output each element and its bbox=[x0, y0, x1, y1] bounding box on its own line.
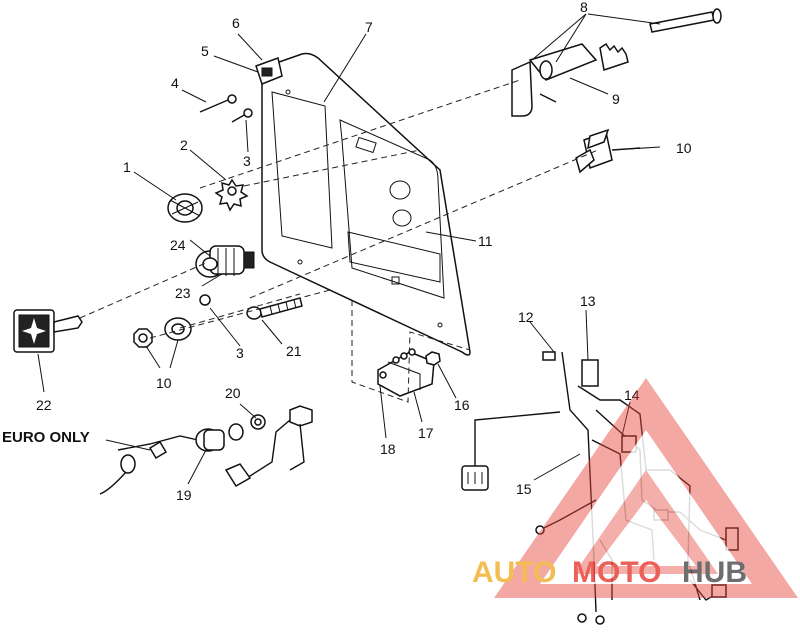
callout-19: 19 bbox=[176, 487, 192, 503]
callout-4: 4 bbox=[171, 75, 179, 91]
callout-18: 18 bbox=[380, 441, 396, 457]
lock-nut bbox=[167, 193, 203, 223]
callout-5: 5 bbox=[201, 43, 209, 59]
dash-panel bbox=[261, 52, 471, 356]
callout-24: 24 bbox=[170, 237, 186, 253]
lower-bracket bbox=[351, 300, 471, 403]
callout-14: 14 bbox=[624, 387, 640, 403]
callout-8: 8 bbox=[580, 0, 588, 15]
callout-2: 2 bbox=[180, 137, 188, 153]
harness-connector bbox=[461, 411, 561, 491]
euro-harness bbox=[99, 405, 313, 495]
callout-15: 15 bbox=[516, 481, 532, 497]
callout-3-bottom: 3 bbox=[236, 345, 244, 361]
toggle-switch bbox=[575, 128, 641, 174]
callout-16: 16 bbox=[454, 397, 470, 413]
alignment-lines bbox=[79, 79, 599, 339]
watermark-text-hub: HUB bbox=[682, 556, 747, 589]
watermark-text-auto: AUTO bbox=[472, 556, 556, 589]
top-screws bbox=[199, 94, 253, 123]
bolt-21 bbox=[246, 297, 303, 320]
ignition-key bbox=[13, 309, 83, 353]
leader-lines bbox=[37, 13, 661, 485]
latch-assembly bbox=[511, 8, 722, 117]
euro-only-note: EURO ONLY bbox=[2, 429, 90, 446]
callout-10-top: 10 bbox=[676, 140, 692, 156]
callout-6: 6 bbox=[232, 15, 240, 31]
callout-7: 7 bbox=[365, 19, 373, 35]
star-washer bbox=[214, 178, 249, 212]
callout-17: 17 bbox=[418, 425, 434, 441]
switch-boot-and-nut bbox=[133, 294, 211, 348]
callout-1: 1 bbox=[123, 159, 131, 175]
watermark-text-moto: MOTO bbox=[572, 556, 661, 589]
callout-20: 20 bbox=[225, 385, 241, 401]
callout-3-top: 3 bbox=[243, 153, 251, 169]
callout-13: 13 bbox=[580, 293, 596, 309]
callout-9: 9 bbox=[612, 91, 620, 107]
callout-21: 21 bbox=[286, 343, 302, 359]
callout-12: 12 bbox=[518, 309, 534, 325]
callout-10-bottom: 10 bbox=[156, 375, 172, 391]
callout-11: 11 bbox=[478, 233, 493, 249]
panel-bracket bbox=[255, 57, 283, 85]
callout-22: 22 bbox=[36, 397, 52, 413]
callout-labels: 1 2 3 3 4 5 6 7 8 9 10 10 11 12 13 14 15… bbox=[2, 0, 692, 503]
watermark-logo: AUTO MOTO HUB bbox=[472, 378, 798, 598]
callout-23: 23 bbox=[175, 285, 191, 301]
ignition-switch bbox=[195, 245, 255, 278]
